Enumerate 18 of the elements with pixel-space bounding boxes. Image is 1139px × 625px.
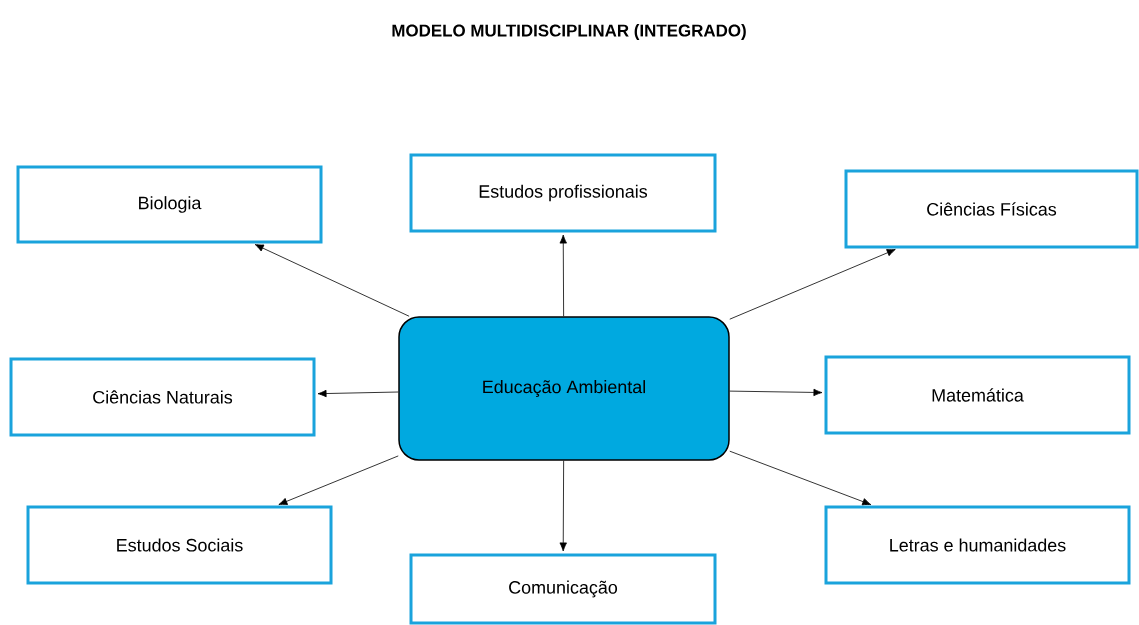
subject-box: Matemática <box>824 355 1131 435</box>
central-box: Educação Ambiental <box>398 316 730 461</box>
arrow <box>729 249 896 320</box>
subject-box: Estudos profissionais <box>409 153 717 233</box>
arrow <box>278 455 399 505</box>
subject-box: Ciências Naturais <box>9 357 316 437</box>
subject-box: Estudos Sociais <box>26 505 333 585</box>
arrow <box>729 388 823 397</box>
subject-box: Letras e humanidades <box>824 505 1131 585</box>
arrow <box>559 460 567 552</box>
arrow <box>254 244 410 317</box>
subject-box: Comunicação <box>409 553 717 625</box>
subject-box: Biologia <box>16 165 323 244</box>
arrow <box>729 450 872 506</box>
arrow <box>317 389 399 398</box>
subject-box: Ciências Físicas <box>844 169 1139 249</box>
title: MODELO MULTIDISCIPLINAR (INTEGRADO) <box>392 24 746 40</box>
arrow <box>559 234 567 317</box>
